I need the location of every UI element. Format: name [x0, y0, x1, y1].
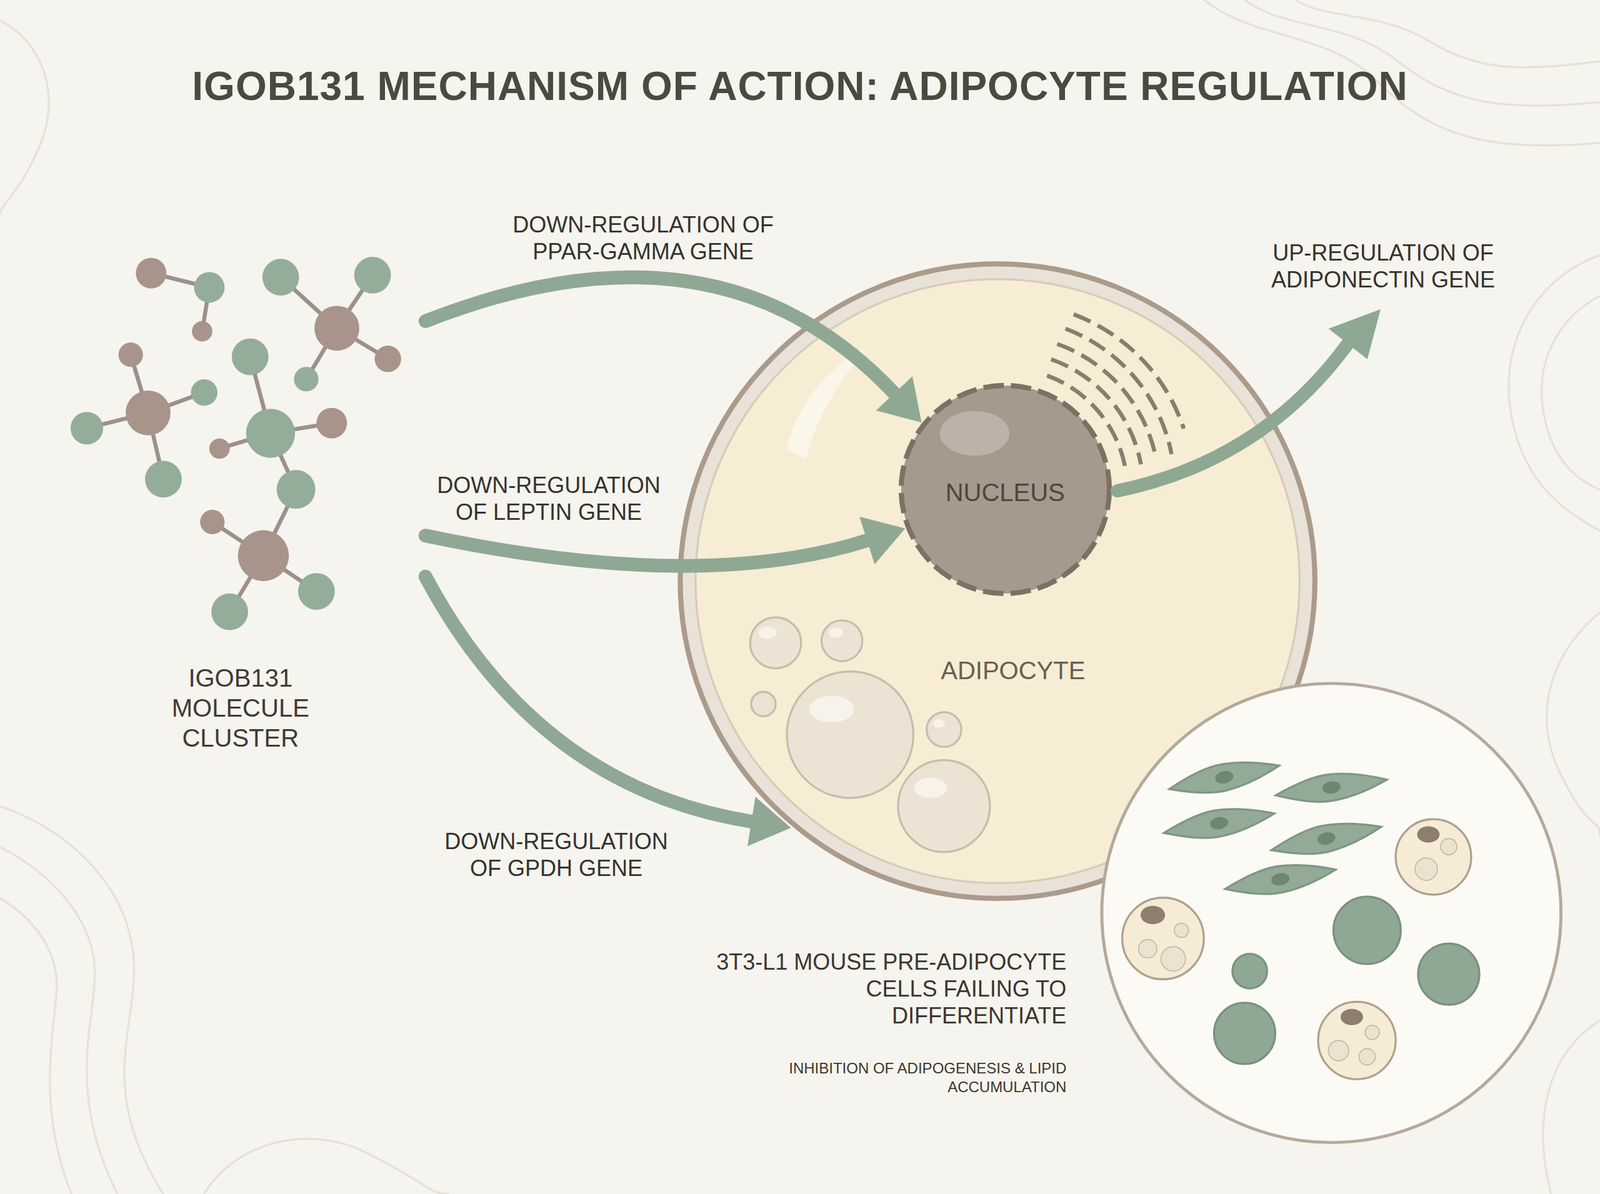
adipocyte-node: ADIPOCYTE NUCLEUS	[675, 259, 1320, 904]
molecule-bonds	[86, 273, 389, 613]
arrow-head	[876, 376, 922, 423]
edge-label: DOWN-REGULATION OF PPAR-GAMMA GENE	[496, 211, 790, 265]
arrow-connector	[425, 576, 792, 847]
inset-circle	[1098, 680, 1564, 1146]
arrow-head	[1328, 309, 1381, 360]
diagram-title: IGOB131 MECHANISM OF ACTION: ADIPOCYTE R…	[0, 62, 1600, 111]
cell-membrane	[680, 263, 1315, 899]
arrow-head	[859, 516, 905, 565]
molecule-node: IGOB131 MOLECULE CLUSTER	[56, 237, 426, 756]
annotation-label-box: UP-REGULATION OF ADIPONECTIN GENE	[1258, 239, 1509, 294]
cytoplasm	[695, 279, 1300, 884]
nucleus-node: NUCLEUS	[898, 382, 1113, 597]
inset-border	[1101, 683, 1562, 1144]
arrow-shaft	[425, 277, 895, 394]
node-text: IGOB131 MOLECULE CLUSTER	[159, 663, 322, 754]
pre-adipocyte-spindles	[1161, 753, 1390, 903]
node-text: NUCLEUS	[898, 477, 1113, 508]
droplet-highlights	[758, 626, 947, 798]
arrow-shaft	[1117, 345, 1347, 492]
node-text-box: 3T3-L1 MOUSE PRE-ADIPOCYTE CELLS FAILING…	[697, 948, 1067, 1030]
nucleus-highlight	[940, 411, 1010, 457]
diagram-title-box: IGOB131 MECHANISM OF ACTION: ADIPOCYTE R…	[0, 62, 1600, 111]
node-text: 3T3-L1 MOUSE PRE-ADIPOCYTE CELLS FAILING…	[697, 948, 1067, 1030]
adipocyte-cell	[675, 259, 1320, 904]
edge-label-box: DOWN-REGULATION OF PPAR-GAMMA GENE	[496, 211, 790, 265]
node-text-box: IGOB131 MOLECULE CLUSTER	[159, 663, 322, 754]
endoplasmic-reticulum	[1046, 314, 1184, 470]
lipid-filled-cells	[1122, 819, 1472, 1080]
molecule-atoms	[70, 256, 402, 631]
edge-label-box: DOWN-REGULATION OF LEPTIN GENE	[423, 471, 674, 526]
green-round-cells	[1214, 896, 1480, 1065]
node-text: INHIBITION OF ADIPOGENESIS & LIPID ACCUM…	[785, 1059, 1067, 1097]
node-text-box: INHIBITION OF ADIPOGENESIS & LIPID ACCUM…	[785, 1059, 1067, 1097]
edge-label: DOWN-REGULATION OF GPDH GENE	[437, 828, 675, 882]
arrow-connector	[425, 277, 922, 423]
arrow-head	[747, 796, 792, 847]
arrow-shaft	[425, 535, 868, 566]
highlight	[785, 346, 868, 460]
edge-label: DOWN-REGULATION OF LEPTIN GENE	[423, 471, 674, 526]
node-text-box: ADIPOCYTE	[825, 655, 1201, 686]
lipid-droplets	[750, 617, 990, 853]
annotation-label: UP-REGULATION OF ADIPONECTIN GENE	[1258, 239, 1509, 294]
edge-label-box: DOWN-REGULATION OF GPDH GENE	[437, 828, 675, 882]
node-text-box: NUCLEUS	[898, 477, 1113, 508]
node-text: ADIPOCYTE	[825, 655, 1201, 686]
inset-node: 3T3-L1 MOUSE PRE-ADIPOCYTE CELLS FAILING…	[1098, 680, 1564, 1146]
arrow-shaft	[425, 576, 752, 822]
